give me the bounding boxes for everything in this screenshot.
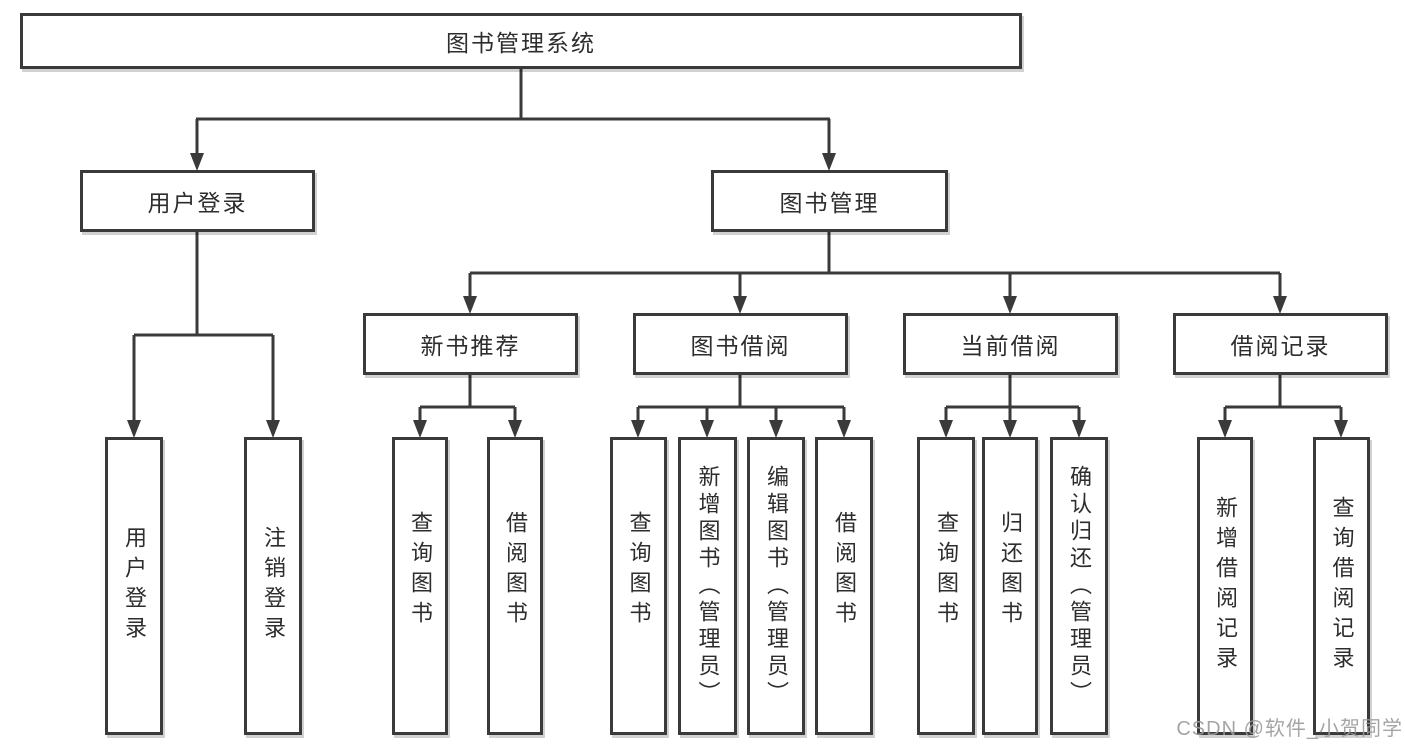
leaf-label: 用户登录 — [122, 526, 147, 646]
leaf-borrow-books: 借阅图书 — [815, 437, 873, 735]
node-book-borrow: 图书借阅 — [633, 313, 848, 375]
node-label: 当前借阅 — [960, 333, 1061, 359]
leaf-label: 借阅图书 — [503, 511, 528, 631]
leaf-label: 确认归还（管理员） — [1067, 464, 1092, 708]
leaf-add-borrow-record: 新增借阅记录 — [1197, 437, 1253, 735]
node-user-login-branch: 用户登录 — [80, 170, 315, 232]
node-label: 用户登录 — [147, 190, 248, 216]
leaf-query-books-borrow: 查询图书 — [610, 437, 667, 735]
node-book-management: 图书管理 — [711, 170, 948, 232]
leaf-confirm-return-admin: 确认归还（管理员） — [1050, 437, 1108, 735]
leaf-label: 查询图书 — [934, 511, 959, 631]
leaf-query-borrow-record: 查询借阅记录 — [1313, 437, 1370, 735]
leaf-query-books-recommend: 查询图书 — [392, 437, 448, 735]
leaf-label: 注销登录 — [261, 526, 286, 646]
leaf-query-books-current: 查询图书 — [917, 437, 975, 735]
csdn-watermark: CSDN @软件_小贺同学 — [1176, 718, 1403, 740]
node-label: 图书管理系统 — [446, 30, 596, 56]
leaf-label: 查询借阅记录 — [1329, 496, 1355, 676]
leaf-label: 归还图书 — [998, 511, 1023, 631]
leaf-logout: 注销登录 — [244, 437, 302, 735]
leaf-label: 新增图书（管理员） — [695, 464, 721, 708]
leaf-label: 编辑图书（管理员） — [764, 464, 789, 708]
leaf-label: 借阅图书 — [832, 511, 857, 631]
node-current-borrow: 当前借阅 — [903, 313, 1118, 375]
connector-path — [132, 69, 1343, 420]
node-label: 图书管理 — [779, 190, 880, 216]
node-library-system: 图书管理系统 — [20, 13, 1022, 69]
leaf-label: 查询图书 — [626, 511, 652, 631]
leaf-user-login: 用户登录 — [105, 437, 163, 735]
node-label: 借阅记录 — [1230, 333, 1331, 359]
leaf-add-books-admin: 新增图书（管理员） — [678, 437, 737, 735]
leaf-edit-books-admin: 编辑图书（管理员） — [747, 437, 805, 735]
node-borrow-records: 借阅记录 — [1173, 313, 1388, 375]
node-label: 图书借阅 — [690, 333, 791, 359]
node-new-book-recommend: 新书推荐 — [363, 313, 578, 375]
leaf-return-books: 归还图书 — [982, 437, 1038, 735]
leaf-label: 新增借阅记录 — [1213, 496, 1238, 676]
node-label: 新书推荐 — [420, 333, 521, 359]
leaf-borrow-books-recommend: 借阅图书 — [487, 437, 543, 735]
leaf-label: 查询图书 — [408, 511, 433, 631]
